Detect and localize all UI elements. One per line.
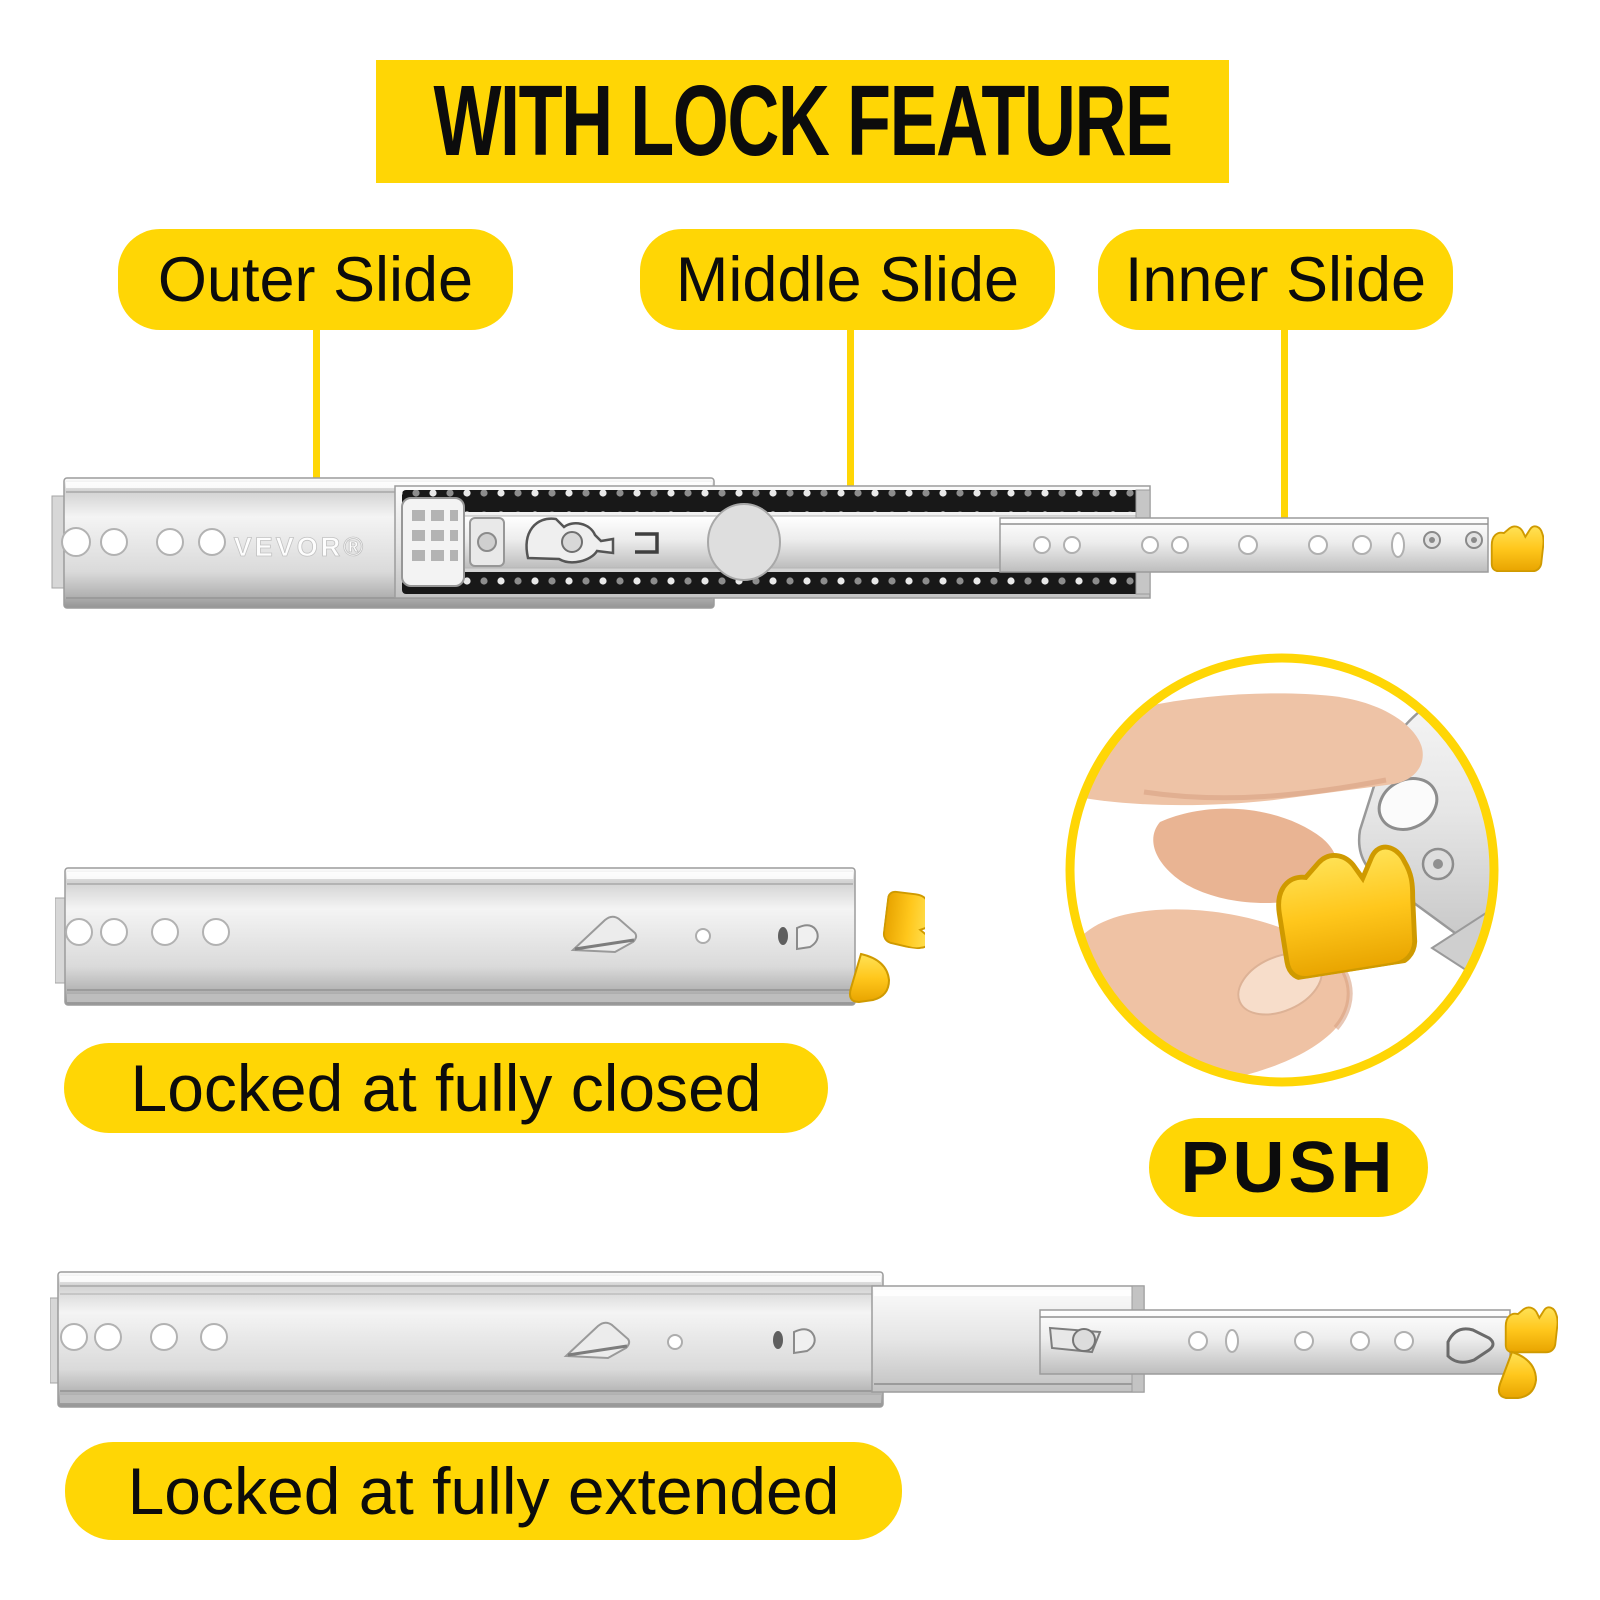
callout-pill-inner-slide: Inner Slide (1098, 229, 1453, 330)
callout-pill-outer-slide: Outer Slide (118, 229, 513, 330)
lock-mechanism (525, 503, 781, 581)
closed-slide-rail (55, 867, 856, 1006)
callout-line-middle (847, 329, 854, 510)
inner-slide-rail (999, 517, 1489, 573)
callout-label-inner: Inner Slide (1124, 244, 1427, 315)
caption-locked-closed-text: Locked at fully closed (130, 1051, 762, 1125)
closed-slide-image (55, 867, 925, 1006)
inner-slide-rail (1039, 1309, 1511, 1375)
callout-pill-middle-slide: Middle Slide (640, 229, 1055, 330)
callout-label-outer: Outer Slide (157, 244, 474, 315)
lock-lever-icon (881, 889, 925, 951)
outer-slide-rail (50, 1271, 884, 1408)
caption-locked-extended: Locked at fully extended (65, 1442, 902, 1540)
caption-locked-extended-text: Locked at fully extended (127, 1454, 840, 1528)
lock-lever-hook (849, 952, 891, 1004)
push-demo-photo (1065, 653, 1499, 1087)
lock-latch-hook (1446, 1327, 1495, 1364)
caption-locked-closed: Locked at fully closed (64, 1043, 828, 1133)
callout-line-inner (1281, 329, 1288, 539)
title-banner: WITH LOCK FEATURE (376, 60, 1229, 183)
push-label-text: PUSH (1180, 1127, 1397, 1208)
lock-lever-icon (1497, 1306, 1558, 1399)
photo-ring (1065, 653, 1499, 1087)
vevor-logo: VEVOR® (234, 532, 366, 562)
callout-label-middle: Middle Slide (675, 244, 1020, 315)
page-title: WITH LOCK FEATURE (433, 65, 1173, 177)
release-latch (401, 497, 505, 587)
extended-slide-diagram-image: VEVOR® (51, 477, 1544, 609)
lock-lever-icon (1490, 525, 1544, 572)
callout-line-outer (313, 329, 320, 519)
extended-locked-slide-image (50, 1271, 1558, 1408)
push-label: PUSH (1149, 1118, 1428, 1217)
